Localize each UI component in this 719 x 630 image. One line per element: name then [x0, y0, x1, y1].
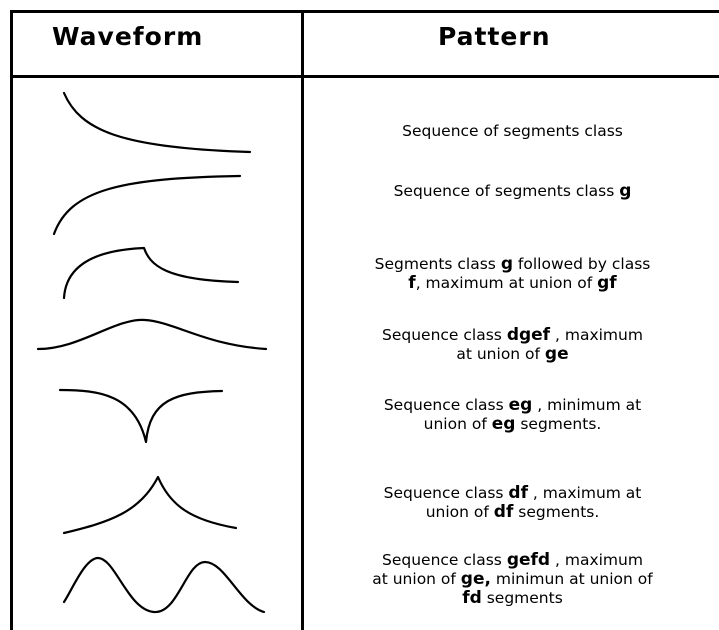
pattern-line: Sequence class eg , minimum at [306, 396, 719, 415]
pattern-text: Sequence class [382, 326, 507, 344]
pattern-text: Sequence class [383, 396, 509, 414]
pattern-text: followed by class [512, 255, 651, 273]
pattern-class-code: eg [491, 414, 516, 434]
header-pattern: Pattern [438, 22, 551, 51]
pattern-text: union of [425, 503, 494, 521]
pattern-class-code: ge, [460, 569, 491, 589]
pattern-line: fd segments [306, 589, 719, 608]
table-frame [10, 10, 719, 630]
pattern-class-code: ge [544, 344, 569, 364]
pattern-line: Sequence class df , maximum at [306, 484, 719, 503]
pattern-class-code: gf [597, 273, 617, 293]
pattern-class-code: dgef [506, 325, 551, 345]
pattern-line: union of eg segments. [306, 415, 719, 434]
pattern-text: , maximum [550, 326, 643, 344]
pattern-text: minimun at union of [490, 570, 653, 588]
waveform-dip [58, 388, 224, 444]
pattern-text: segments [481, 589, 563, 607]
header-waveform: Waveform [52, 22, 204, 51]
pattern-line: f, maximum at union of gf [306, 274, 719, 293]
waveform-rising [52, 174, 242, 236]
pattern-text: Sequence class [382, 551, 507, 569]
pattern-text: , maximum [550, 551, 643, 569]
pattern-line: Sequence of segments class g [306, 182, 719, 201]
pattern-line: at union of ge, minimun at union of [306, 570, 719, 589]
pattern-class-code: fd [462, 588, 482, 608]
waveform-peak [62, 475, 238, 535]
pattern-text: segments. [515, 415, 602, 433]
pattern-text: Sequence of segments class [402, 122, 623, 140]
pattern-text: union of [423, 415, 492, 433]
pattern-class-code: g [500, 254, 513, 274]
pattern-class-code: eg [508, 395, 533, 415]
pattern-row-1: Sequence of segments class [306, 122, 719, 141]
waveform-rise-then-drop [62, 246, 240, 300]
pattern-line: at union of ge [306, 345, 719, 364]
pattern-class-code: g [619, 181, 632, 201]
pattern-text: Sequence of segments class [393, 182, 620, 200]
pattern-text: , minimum at [532, 396, 642, 414]
pattern-class-code: df [493, 502, 514, 522]
pattern-text: , maximum at union of [415, 274, 598, 292]
pattern-text: at union of [372, 570, 461, 588]
pattern-line: union of df segments. [306, 503, 719, 522]
pattern-line: Sequence class gefd , maximum [306, 551, 719, 570]
pattern-class-code: gefd [506, 550, 551, 570]
waveform-decaying [62, 91, 252, 154]
waveform-hump [36, 318, 268, 351]
pattern-line: Sequence class dgef , maximum [306, 326, 719, 345]
pattern-class-code: df [508, 483, 528, 503]
pattern-line: Segments class g followed by class [306, 255, 719, 274]
waveform-oscillation [62, 556, 266, 614]
pattern-text: Sequence class [383, 484, 509, 502]
pattern-text: at union of [456, 345, 545, 363]
pattern-text: , maximum at [527, 484, 642, 502]
pattern-class-code: f [408, 273, 416, 293]
pattern-line: Sequence of segments class [306, 122, 719, 141]
pattern-text: Segments class [374, 255, 501, 273]
column-divider [301, 10, 304, 630]
pattern-text: segments. [513, 503, 600, 521]
header-divider [10, 75, 719, 78]
pattern-row-2: Sequence of segments class g [306, 182, 719, 201]
